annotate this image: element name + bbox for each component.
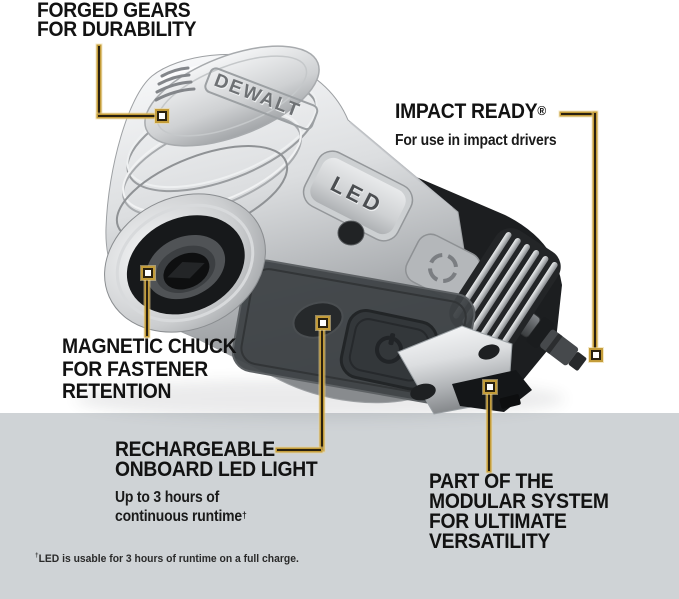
modular-system-line3: FOR ULTIMATE xyxy=(429,510,567,533)
screw-hole xyxy=(337,220,365,246)
modular-system-line4: VERSATILITY xyxy=(429,530,551,553)
grip-ribs xyxy=(449,228,561,352)
impact-ready-callout-line-vertical xyxy=(594,113,596,350)
registered-mark: ® xyxy=(537,103,546,118)
magnetic-chuck-line3: RETENTION xyxy=(62,380,172,403)
modular-system-callout-line-vertical xyxy=(488,394,490,471)
impact-ready-callout-marker xyxy=(591,350,601,360)
forged-gears-line2: FOR DURABILITY xyxy=(37,18,197,41)
modular-system-callout-marker xyxy=(485,382,495,392)
magnetic-chuck-line1: MAGNETIC CHUCK xyxy=(62,335,237,358)
magnetic-chuck xyxy=(104,193,266,333)
magnetic-chuck-line2: FOR FASTENER xyxy=(62,357,208,381)
gray-background-band xyxy=(0,413,679,599)
footnote-dagger: † xyxy=(35,552,39,559)
magnetic-chuck-callout-marker xyxy=(143,268,153,278)
led-light-subtitle: Up to 3 hours of continuous runtime† xyxy=(115,489,247,525)
led-light-line1: RECHARGEABLE xyxy=(115,438,275,461)
led-light-callout-marker xyxy=(318,318,328,328)
impact-ready-title: IMPACT READY® xyxy=(395,100,546,123)
dagger-mark: † xyxy=(241,510,247,521)
modular-system-label: PART OF THE MODULAR SYSTEM FOR ULTIMATE … xyxy=(429,470,609,553)
footnote: †LED is usable for 3 hours of runtime on… xyxy=(35,552,299,565)
led-light-label: RECHARGEABLE ONBOARD LED LIGHT xyxy=(115,438,318,481)
forged-gears-callout-line-vertical xyxy=(98,46,100,116)
modular-system-line2: MODULAR SYSTEM xyxy=(429,490,609,513)
forged-ridges xyxy=(154,66,196,102)
gear-housing-cap: DEWALT DEWALT xyxy=(144,45,320,147)
forged-gears-callout-line-horizontal xyxy=(98,115,157,117)
led-light-line2: ONBOARD LED LIGHT xyxy=(115,458,318,481)
led-light-callout-line-horizontal xyxy=(277,449,321,451)
forged-gears-label: FORGED GEARS FOR DURABILITY xyxy=(37,0,197,41)
led-light-callout-line-vertical xyxy=(321,330,323,450)
forged-gears-callout-marker xyxy=(157,111,167,121)
forged-gears-line1: FORGED GEARS xyxy=(37,0,191,22)
magnetic-chuck-callout-line-vertical xyxy=(146,280,148,336)
impact-ready-subtitle: For use in impact drivers xyxy=(395,132,557,149)
modular-system-line1: PART OF THE xyxy=(429,470,554,493)
magnetic-chuck-label: MAGNETIC CHUCK FOR FASTENER RETENTION xyxy=(62,335,237,404)
impact-ready-callout-line-horizontal xyxy=(561,113,595,115)
